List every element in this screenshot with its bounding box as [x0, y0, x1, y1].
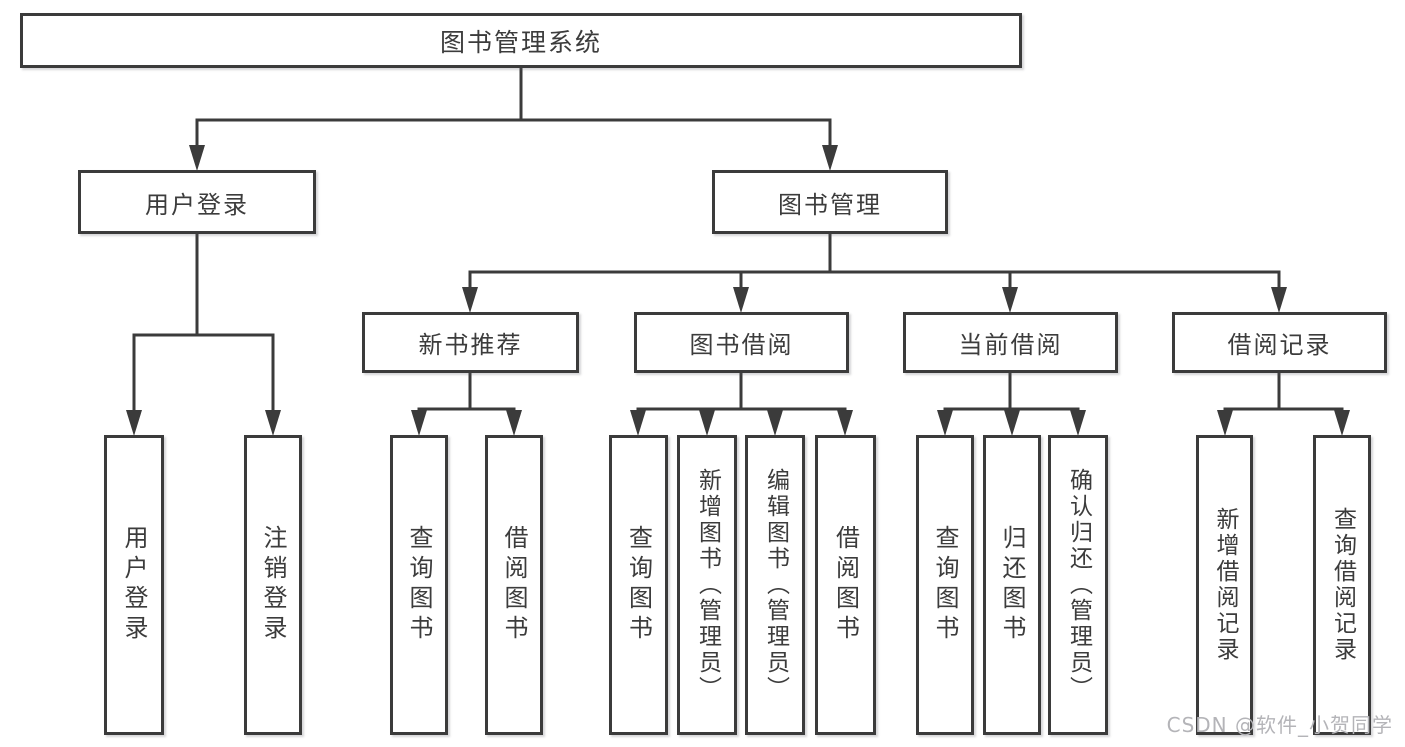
leaf-user-login: 用户登录: [104, 435, 164, 735]
node-label: 编辑图书（管理员）: [762, 468, 789, 702]
leaf-logout: 注销登录: [244, 435, 302, 735]
leaf-cb-return-book: 归还图书: [983, 435, 1041, 735]
node-label: 确认归还（管理员）: [1065, 468, 1092, 702]
node-label: 借阅图书: [500, 525, 528, 645]
csdn-watermark: CSDN @软件_小贺同学: [1166, 713, 1393, 737]
leaf-bb-edit-book-admin: 编辑图书（管理员）: [745, 435, 805, 735]
node-current-borrow: 当前借阅: [903, 312, 1118, 373]
node-label: 查询图书: [624, 525, 653, 645]
node-label: 查询图书: [405, 525, 433, 645]
node-label: 用户登录: [120, 525, 148, 645]
node-label: 用户登录: [145, 190, 249, 219]
node-label: 当前借阅: [958, 331, 1063, 359]
node-label: 新增图书（管理员）: [694, 468, 721, 702]
node-label: 新增借阅记录: [1212, 507, 1238, 663]
leaf-bb-query-book: 查询图书: [609, 435, 668, 735]
node-label: 注销登录: [259, 525, 287, 645]
leaf-nbr-borrow-book: 借阅图书: [485, 435, 543, 735]
leaf-bb-borrow-book: 借阅图书: [815, 435, 876, 735]
leaf-cb-query-book: 查询图书: [916, 435, 974, 735]
node-label: 查询借阅记录: [1329, 507, 1356, 663]
node-label: 借阅图书: [831, 525, 860, 645]
node-book-management: 图书管理: [712, 170, 948, 234]
node-label: 查询图书: [931, 525, 959, 645]
node-label: 归还图书: [998, 525, 1026, 645]
node-label: 借阅记录: [1227, 331, 1332, 359]
node-label: 图书管理: [778, 190, 882, 219]
node-label: 新书推荐: [418, 331, 523, 359]
node-user-login: 用户登录: [78, 170, 316, 234]
leaf-bb-add-book-admin: 新增图书（管理员）: [677, 435, 737, 735]
node-new-book-recommend: 新书推荐: [362, 312, 579, 373]
leaf-br-query-record: 查询借阅记录: [1313, 435, 1371, 735]
leaf-br-add-record: 新增借阅记录: [1196, 435, 1253, 735]
node-borrow-record: 借阅记录: [1172, 312, 1387, 373]
node-library-management-system: 图书管理系统: [20, 13, 1022, 68]
node-label: 图书管理系统: [439, 27, 602, 57]
leaf-nbr-query-book: 查询图书: [390, 435, 448, 735]
leaf-cb-confirm-return-admin: 确认归还（管理员）: [1048, 435, 1108, 735]
node-book-borrow: 图书借阅: [634, 312, 849, 373]
node-label: 图书借阅: [689, 331, 794, 359]
